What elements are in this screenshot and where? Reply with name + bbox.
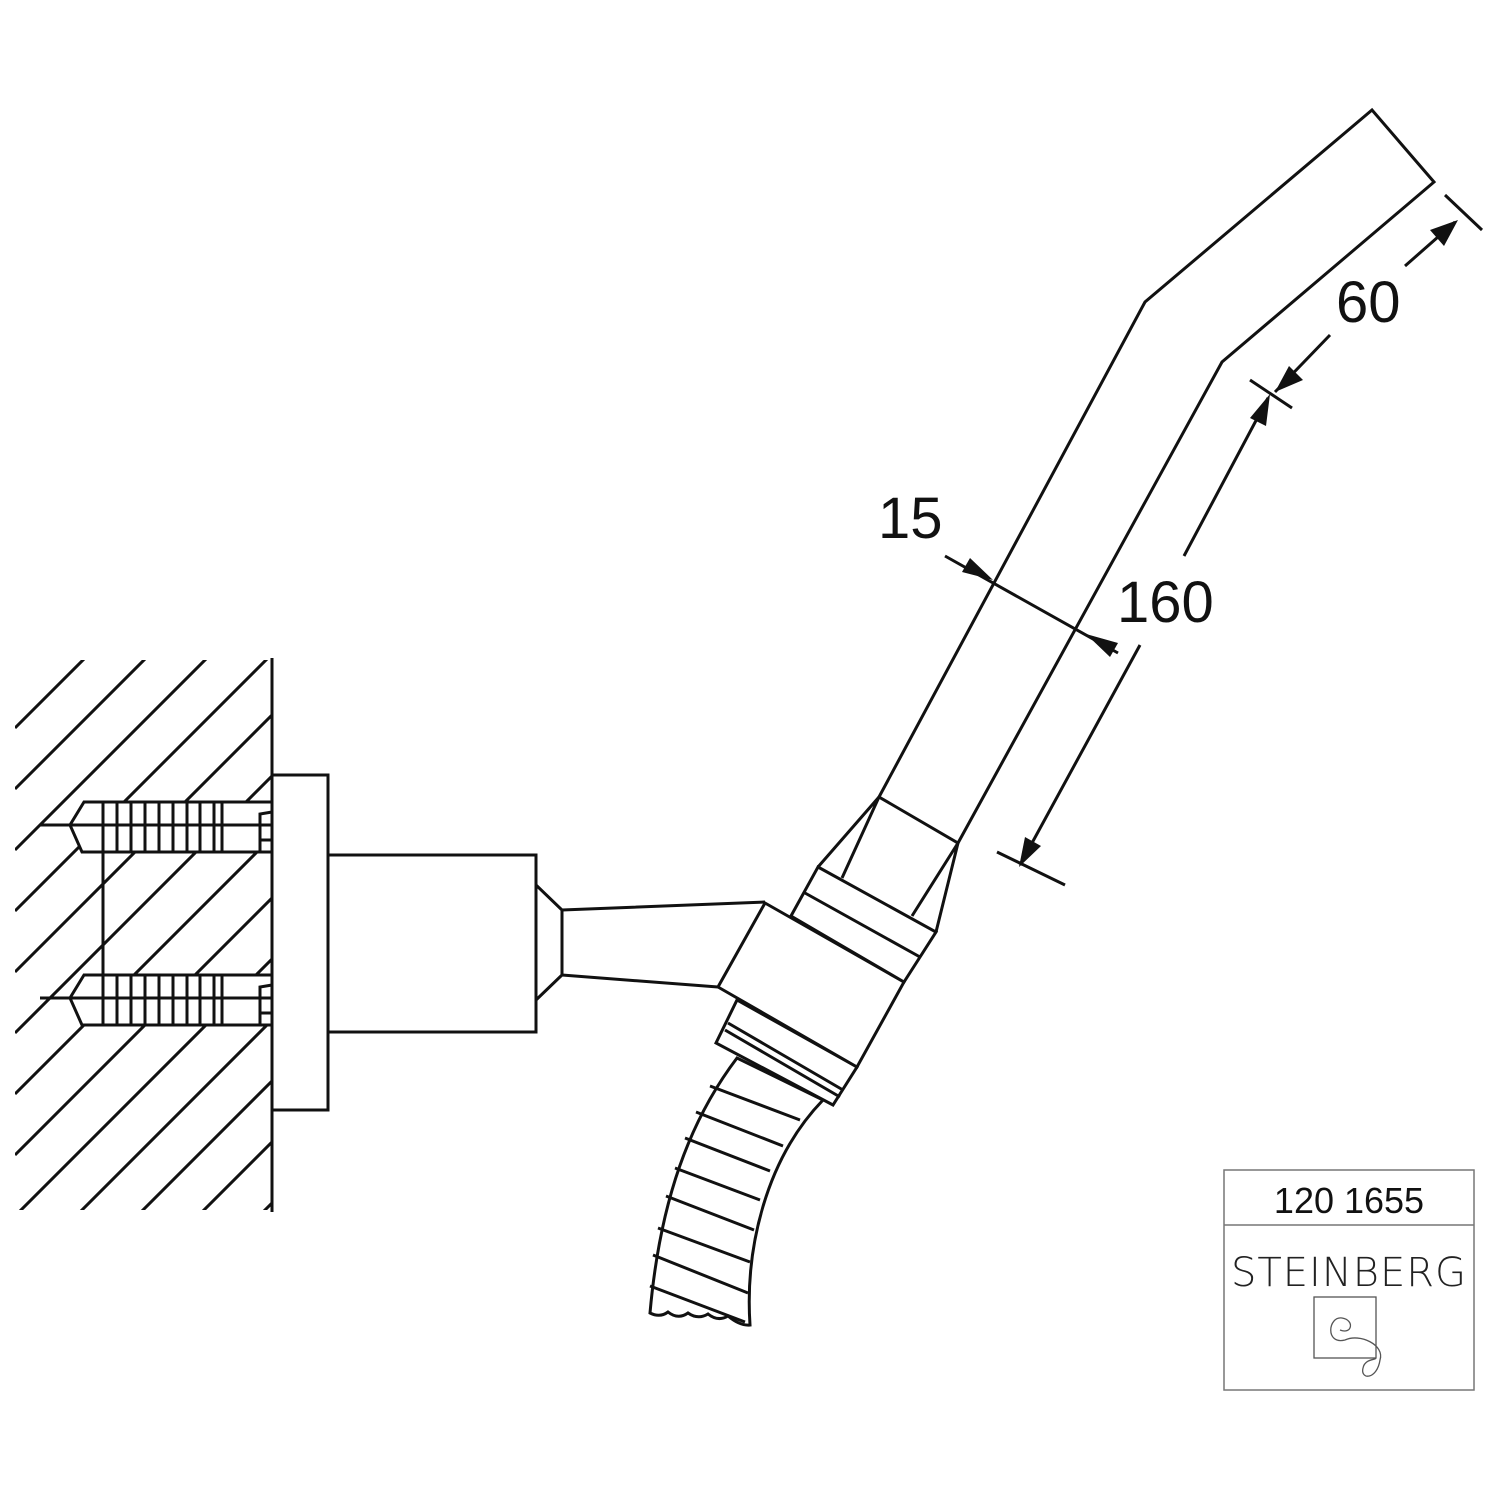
hand-shower: [876, 107, 1437, 846]
dimension-label-15: 15: [878, 486, 943, 551]
dimension-160: 160: [996, 394, 1270, 887]
dimension-15: 15: [878, 486, 1119, 657]
hatch-line: [18, 956, 272, 1210]
connector-cone: [534, 883, 564, 1002]
dimension-60: 60: [1249, 193, 1484, 410]
wall-flange: [270, 773, 330, 1112]
brand-name: STEINBERG: [1231, 1250, 1467, 1296]
anchor-body: [68, 973, 274, 1027]
hatch-line: [15, 660, 147, 791]
anchor-body: [68, 800, 274, 854]
dimension-label-160: 160: [1117, 570, 1214, 635]
hose-nut-groove: [724, 1021, 844, 1099]
hatch-line: [15, 660, 208, 852]
collar-line: [804, 891, 921, 959]
wall-connector-body: [326, 853, 538, 1034]
hatch-line: [15, 773, 272, 1035]
anchor-collar: [258, 810, 273, 852]
article-number: 120 1655: [1274, 1180, 1424, 1221]
wall-anchor-top: [40, 800, 300, 854]
hose-ribs: [649, 1084, 801, 1324]
holder-arm: [561, 900, 766, 989]
anchor-collar: [258, 983, 273, 1025]
hatch-line: [79, 1017, 272, 1210]
title-block: 120 1655 STEINBERG: [1223, 1169, 1475, 1391]
hatch-line: [15, 660, 86, 730]
wall-anchor-bottom: [40, 973, 300, 1027]
dimension-label-60: 60: [1336, 270, 1401, 335]
hatch-line: [15, 712, 272, 974]
brand-logo-icon: [1313, 1296, 1382, 1377]
hatch-line: [15, 895, 272, 1157]
